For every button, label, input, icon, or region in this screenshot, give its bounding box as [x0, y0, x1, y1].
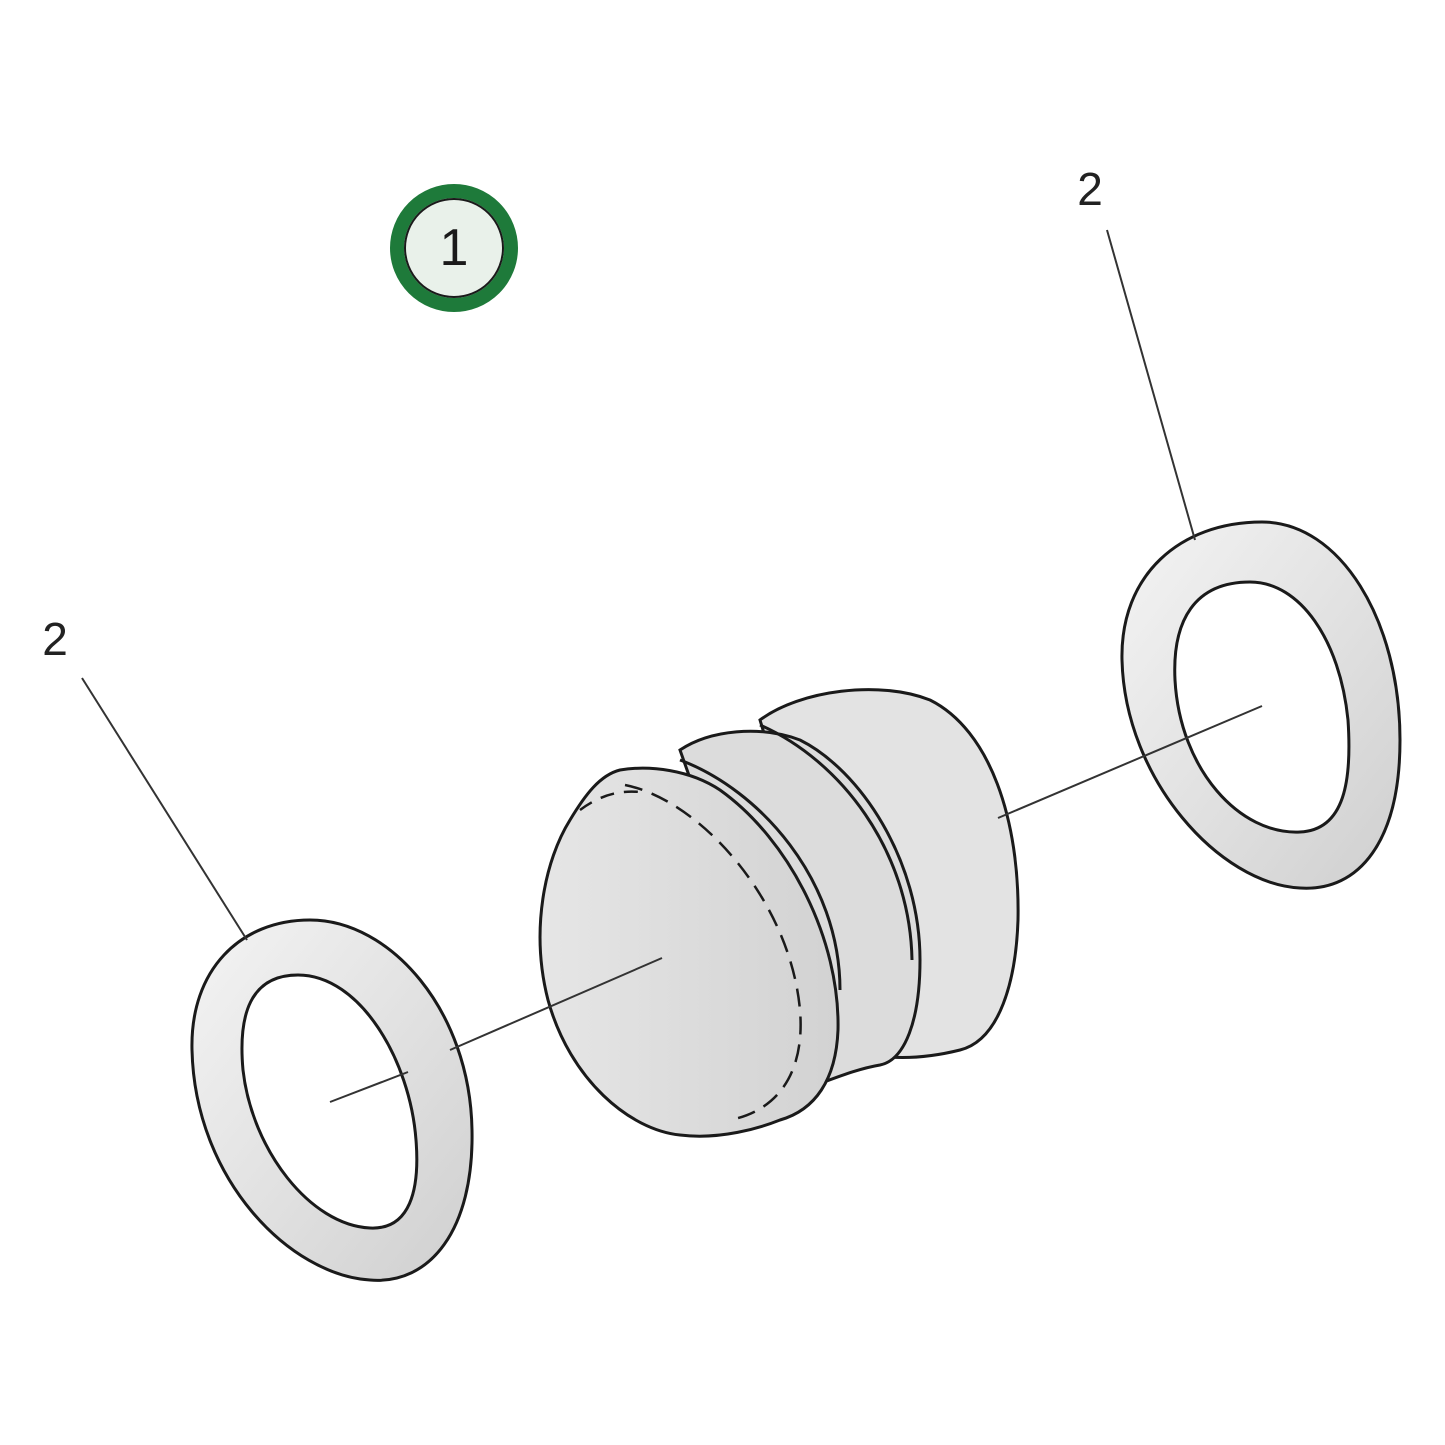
- callout-1-label: 1: [439, 219, 469, 277]
- callout-1-inner-ring: [404, 198, 504, 298]
- callout-2-left[interactable]: 2: [42, 613, 68, 665]
- o-ring-right[interactable]: [1120, 520, 1402, 890]
- o-ring-left[interactable]: [190, 918, 474, 1282]
- leader-line-2-left: [81, 677, 248, 941]
- axis-line-left: [329, 1071, 409, 1103]
- callout-1-badge[interactable]: 1: [390, 184, 518, 312]
- leader-lines: [81, 229, 1263, 1103]
- leader-line-2-right: [1106, 229, 1196, 541]
- axis-line-right: [997, 705, 1263, 819]
- plug[interactable]: [538, 688, 1020, 1138]
- axis-line-center: [449, 957, 663, 1051]
- callout-2-right[interactable]: 2: [1077, 163, 1103, 215]
